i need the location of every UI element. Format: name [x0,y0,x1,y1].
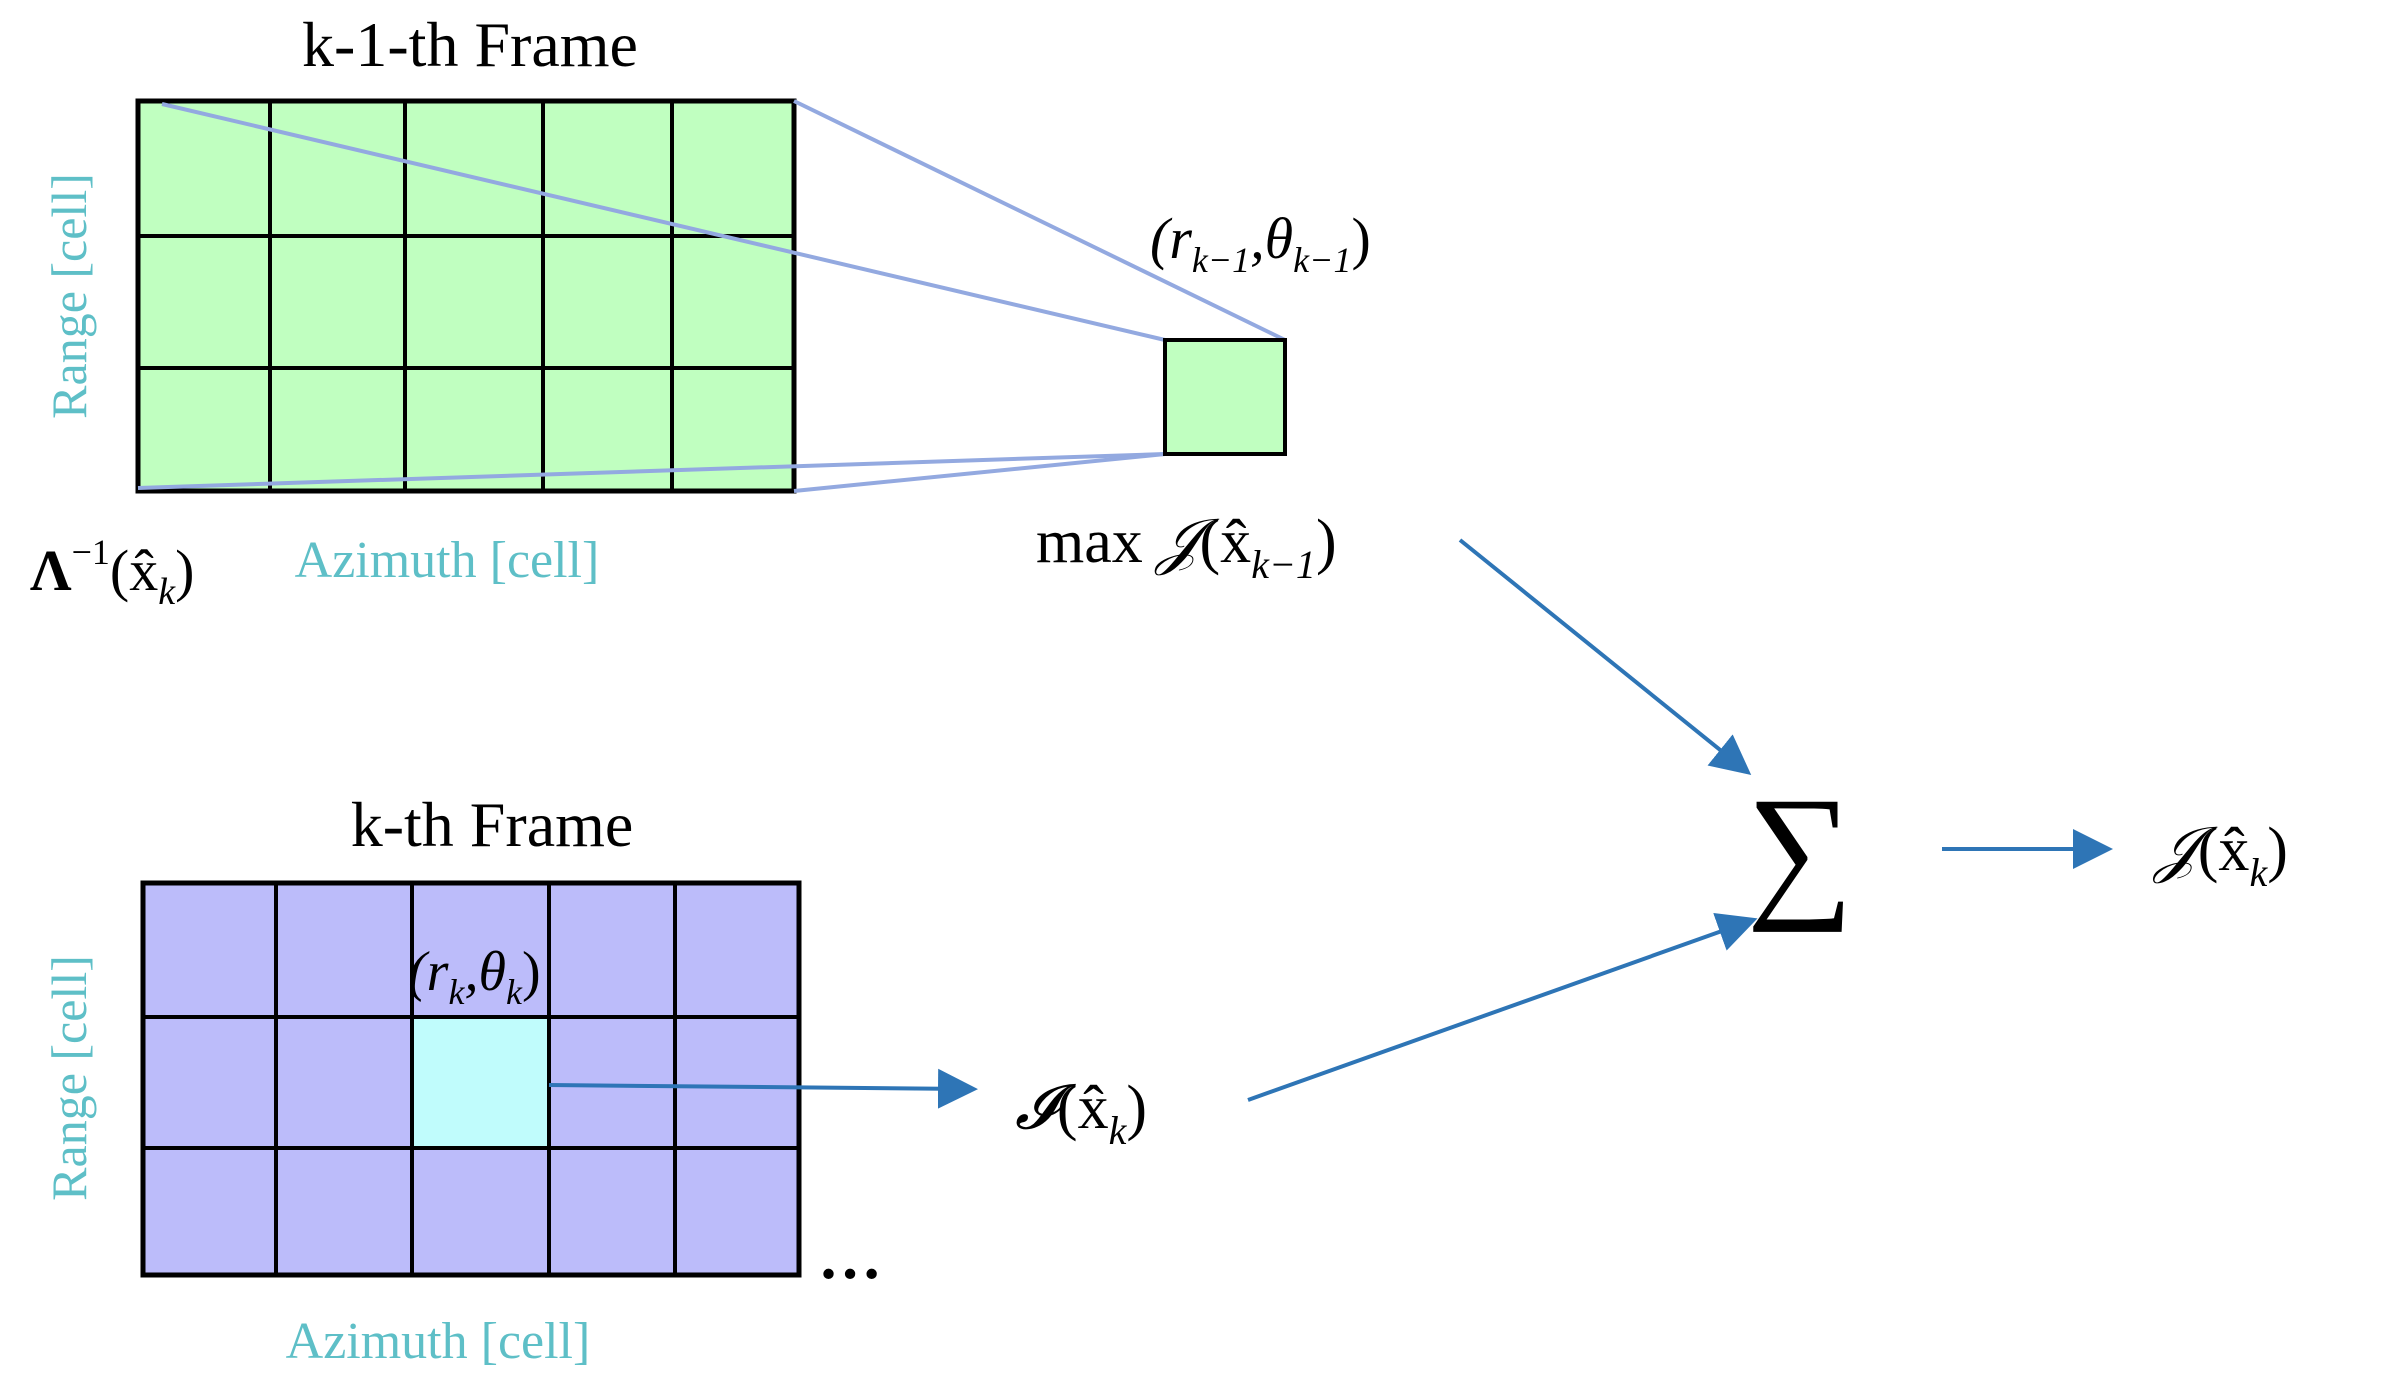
bottom-frame-grid [140,880,802,1278]
output-score-label: 𝒥(x̂k) [2152,812,2288,895]
zoomed-cell [1163,338,1287,456]
current-score-label: 𝓘(x̂k) [1015,1070,1147,1153]
bottom-frame-title: k-th Frame [351,789,634,860]
cell-to-score-arrow [548,1068,978,1109]
previous-cell-coordinate-label: (rk−1,θk−1) [1150,206,1371,280]
inverse-transform-label: Λ−1(x̂k) [30,532,194,613]
zoom-lines [137,99,1286,493]
top-range-axis-label: Range [cell] [41,173,97,419]
current-cell [412,1017,549,1148]
current-cell-coordinate-label: (rk,θk) [408,941,541,1012]
top-frame-title: k-1-th Frame [302,9,638,80]
top-azimuth-axis-label: Azimuth [cell] [295,532,600,589]
current-score-to-sum-arrow [1247,912,1758,1102]
max-score-to-sum-arrow [1458,538,1752,776]
continuation-ellipsis: … [818,1221,882,1292]
summation-symbol: ∑ [1747,767,1854,933]
bottom-range-axis-label: Range [cell] [41,955,97,1201]
top-frame-grid [135,98,797,494]
bottom-azimuth-axis-label: Azimuth [cell] [286,1313,591,1370]
